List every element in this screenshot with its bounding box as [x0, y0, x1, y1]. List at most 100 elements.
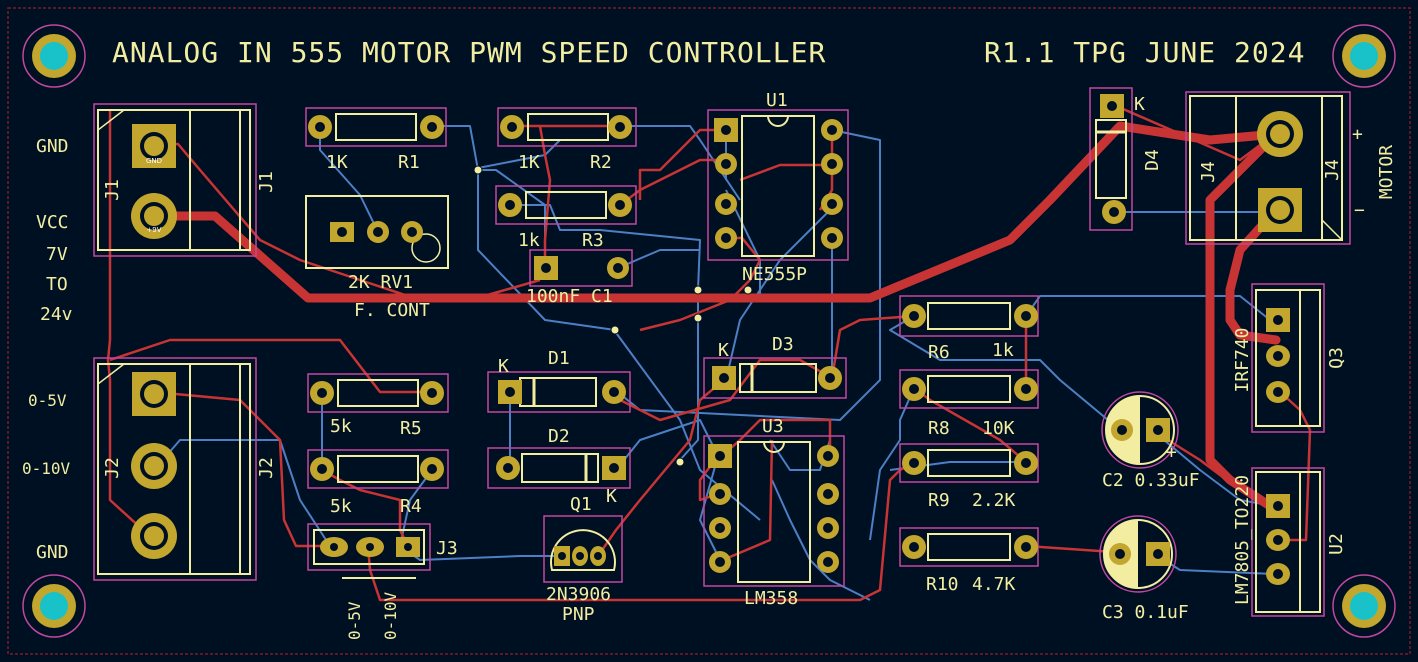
- D4-cathode: K: [1134, 94, 1145, 115]
- resistor-R3: [495, 185, 637, 225]
- R10-ref: R10: [926, 574, 959, 595]
- J3-0-5v: 0-5V: [345, 601, 364, 640]
- vias: [473, 165, 753, 467]
- U1-ref: U1: [766, 90, 788, 111]
- R3-ref: R3: [582, 230, 604, 251]
- resistor-R5: [307, 373, 449, 413]
- capacitor-C2: [1101, 391, 1179, 469]
- R5-ref: R5: [400, 418, 422, 439]
- R4-value: 5k: [330, 496, 352, 517]
- D3-cathode: K: [718, 340, 729, 361]
- D1-ref: D1: [548, 348, 570, 369]
- resistor-R9: [899, 443, 1039, 483]
- mounting-holes: [22, 24, 1396, 638]
- J2-ref: J2: [256, 457, 277, 479]
- diode-D4: [1089, 87, 1133, 231]
- transistor-Q3: [1251, 283, 1325, 433]
- J3-0-10v: 0-10V: [381, 591, 400, 640]
- RV1-label: 2K RV1: [348, 272, 413, 293]
- J2-ref-inner: J2: [102, 457, 123, 479]
- R10-value: 4.7K: [972, 574, 1016, 595]
- U3-ref: U3: [762, 416, 784, 437]
- R1-value: 1K: [326, 152, 348, 173]
- RV1-sub: F. CONT: [354, 300, 430, 321]
- diode-D2: [487, 447, 631, 489]
- j1-9v-pad-label: +9V: [146, 226, 161, 234]
- capacitor-C3: [1099, 515, 1177, 593]
- transistor-Q1: [543, 515, 623, 583]
- U2-part: LM7805_TO220: [1232, 475, 1253, 605]
- J1-ref: J1: [256, 171, 277, 193]
- potentiometer-RV1: [305, 195, 449, 269]
- label-to: TO: [46, 274, 68, 295]
- mounting-hole-bottom-right: [1332, 574, 1396, 638]
- D3-ref: D3: [772, 334, 794, 355]
- R8-ref: R8: [928, 418, 950, 439]
- label-0-5v: 0-5V: [28, 391, 67, 410]
- J1-ref-inner: J1: [102, 179, 123, 201]
- mounting-hole-top-right: [1332, 24, 1396, 88]
- R6-ref: R6: [928, 342, 950, 363]
- label-24v: 24v: [40, 304, 73, 325]
- resistor-R1: [305, 107, 447, 147]
- motor-minus: −: [1354, 200, 1365, 221]
- regulator-U2: [1251, 467, 1325, 617]
- ic-U3: [703, 435, 845, 587]
- J3-ref: J3: [436, 538, 458, 559]
- resistor-R4: [307, 449, 449, 489]
- resistor-R6: [899, 295, 1039, 337]
- connector-J2: [93, 357, 257, 581]
- U2-ref: U2: [1326, 533, 1347, 555]
- R8-value: 10K: [982, 418, 1015, 439]
- Q1-ref: Q1: [570, 494, 592, 515]
- mounting-hole-bottom-left: [22, 574, 86, 638]
- R9-value: 2.2K: [972, 490, 1016, 511]
- connector-J3: [307, 523, 431, 579]
- C3-label: C3 0.1uF: [1102, 602, 1189, 623]
- R6-value: 1k: [992, 340, 1014, 361]
- resistor-R8: [899, 369, 1039, 409]
- U1-part: NE555P: [742, 264, 807, 285]
- resistor-R10: [899, 527, 1039, 567]
- R1-ref: R1: [398, 152, 420, 173]
- connector-J1: GND +9V: [93, 103, 257, 257]
- board-title: ANALOG IN 555 MOTOR PWM SPEED CONTROLLER: [112, 36, 826, 69]
- motor-label: MOTOR: [1376, 145, 1397, 199]
- J4-ref-inner: J4: [1198, 161, 1219, 183]
- C1-label: 100nF C1: [526, 286, 613, 307]
- board-edge: [7, 7, 1411, 655]
- label-gnd-top: GND: [36, 136, 69, 157]
- j1-gnd-pad-label: GND: [146, 157, 162, 165]
- connector-J4: [1185, 91, 1351, 245]
- ic-U1: [707, 109, 849, 261]
- D2-ref: D2: [548, 426, 570, 447]
- diode-D3: [703, 357, 847, 399]
- R5-value: 5k: [330, 416, 352, 437]
- Q1-part: 2N3906: [546, 584, 611, 605]
- R2-value: 1K: [518, 152, 540, 173]
- capacitor-C1: [529, 249, 633, 287]
- D2-cathode: K: [606, 486, 617, 507]
- mounting-hole-top-left: [22, 24, 86, 88]
- diode-D1: [487, 371, 631, 413]
- J4-ref: J4: [1322, 159, 1343, 181]
- D1-cathode: K: [498, 356, 509, 377]
- Q1-type: PNP: [562, 604, 595, 625]
- C2-label: C2 0.33uF: [1102, 470, 1200, 491]
- U3-part: LM358: [744, 588, 798, 609]
- label-gnd-bottom: GND: [36, 542, 69, 563]
- label-0-10v: 0-10V: [22, 459, 71, 478]
- motor-plus: +: [1352, 124, 1363, 145]
- R3-value: 1k: [518, 230, 540, 251]
- Q3-ref: Q3: [1326, 347, 1347, 369]
- Q3-part: IRF740: [1232, 327, 1253, 392]
- resistor-R2: [497, 107, 637, 147]
- label-7v: 7V: [46, 244, 68, 265]
- R9-ref: R9: [928, 490, 950, 511]
- label-vcc: VCC: [36, 212, 69, 233]
- revision-label: R1.1 TPG JUNE 2024: [984, 36, 1305, 69]
- R2-ref: R2: [590, 152, 612, 173]
- R4-ref: R4: [400, 496, 422, 517]
- D4-ref: D4: [1142, 149, 1163, 171]
